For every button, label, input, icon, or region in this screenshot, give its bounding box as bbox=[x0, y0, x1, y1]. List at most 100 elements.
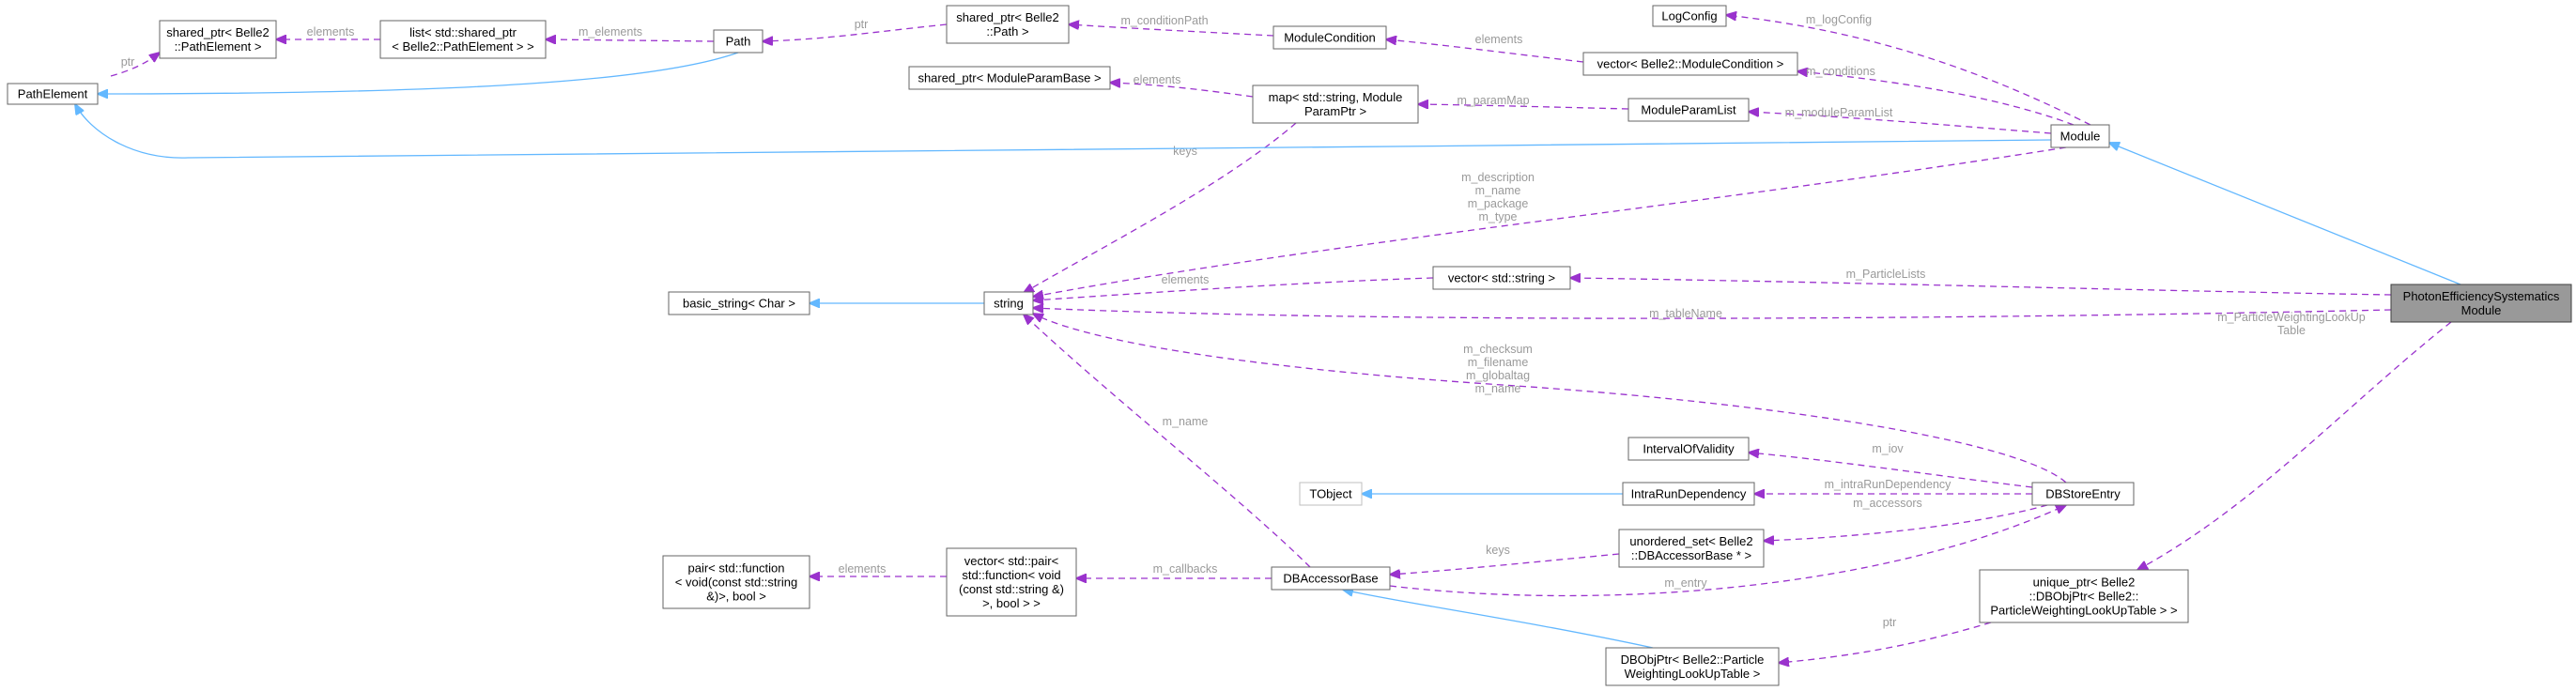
usage-edge-e-elements-4: elements bbox=[1033, 273, 1434, 300]
node-label: DBObjPtr< Belle2::Particle bbox=[1621, 653, 1765, 667]
node-label: < void(const std::string bbox=[675, 576, 797, 590]
class-node-unique-ptr[interactable]: unique_ptr< Belle2::DBObjPtr< Belle2::Pa… bbox=[1979, 569, 2189, 623]
node-label: DBStoreEntry bbox=[2045, 487, 2121, 501]
edge-label: m_callbacks bbox=[1153, 562, 1218, 576]
usage-edge-e-m-ParticleLists: m_ParticleLists bbox=[1570, 268, 2392, 296]
edge-label: m_name bbox=[1475, 382, 1521, 395]
class-node-shared-ptr-path-element[interactable]: shared_ptr< Belle2::PathElement > bbox=[159, 20, 277, 59]
node-box bbox=[1979, 569, 2189, 623]
node-box bbox=[7, 83, 99, 105]
usage-edge-e-m-accessors: m_accessors bbox=[1764, 497, 2048, 541]
class-node-module-param-list[interactable]: ModuleParamList bbox=[1627, 98, 1750, 122]
node-label: >, bool > > bbox=[982, 596, 1041, 610]
node-box bbox=[946, 547, 1077, 617]
node-box bbox=[983, 291, 1034, 315]
class-node-module[interactable]: Module bbox=[2050, 124, 2110, 148]
usage-edge-e-m-entry: m_entry bbox=[1389, 505, 2066, 597]
edge-label: m_entry bbox=[1664, 576, 1707, 590]
node-label: unique_ptr< Belle2 bbox=[2033, 576, 2136, 590]
usage-edge-e-m-conditionPath: m_conditionPath bbox=[1069, 14, 1274, 37]
class-node-vector-pair[interactable]: vector< std::pair< std::function< void(c… bbox=[946, 547, 1077, 617]
node-box bbox=[1252, 84, 1419, 124]
class-node-list-shared-ptr[interactable]: list< std::shared_ptr< Belle2::PathEleme… bbox=[379, 20, 547, 59]
class-node-basic-string[interactable]: basic_string< Char > bbox=[668, 291, 810, 315]
node-box bbox=[379, 20, 547, 59]
edge-label: keys bbox=[1486, 544, 1510, 557]
class-node-path-element[interactable]: PathElement bbox=[7, 83, 99, 105]
class-node-string[interactable]: string bbox=[983, 291, 1034, 315]
node-label: ::Path > bbox=[986, 24, 1028, 38]
edge-line bbox=[1024, 122, 1297, 293]
class-node-shared-ptr-path[interactable]: shared_ptr< Belle2::Path > bbox=[946, 5, 1070, 44]
class-node-pair-function[interactable]: pair< std::function< void(const std::str… bbox=[662, 555, 810, 609]
node-box bbox=[1605, 647, 1780, 686]
edge-line bbox=[2137, 321, 2452, 570]
edge-label: ptr bbox=[1883, 616, 1897, 629]
edge-label: m_conditionPath bbox=[1120, 14, 1208, 27]
edge-label: m_ParticleWeightingLookUp bbox=[2217, 311, 2366, 324]
edge-line bbox=[1033, 314, 2067, 484]
edge-line bbox=[1749, 112, 2052, 134]
class-node-path[interactable]: Path bbox=[713, 29, 764, 54]
edge-label: elements bbox=[307, 25, 355, 38]
edge-line bbox=[1343, 590, 1654, 649]
node-box bbox=[2050, 124, 2110, 148]
node-box bbox=[908, 66, 1111, 90]
usage-edge-e-m-weighting: m_ParticleWeightingLookUpTable bbox=[2137, 311, 2452, 570]
node-box bbox=[159, 20, 277, 59]
node-box bbox=[1271, 566, 1391, 591]
node-label: IntervalOfValidity bbox=[1643, 442, 1735, 456]
node-box bbox=[713, 29, 764, 54]
class-node-log-config[interactable]: LogConfig bbox=[1652, 5, 1727, 27]
node-label: TObject bbox=[1309, 487, 1352, 501]
edge-line bbox=[1749, 453, 2033, 488]
class-node-shared-ptr-module-param-base[interactable]: shared_ptr< ModuleParamBase > bbox=[908, 66, 1111, 90]
inheritance-edge-i-photon-module bbox=[2109, 143, 2461, 285]
node-label: (const std::string &) bbox=[959, 582, 1064, 596]
usage-edge-e-elements-5: elements bbox=[810, 562, 947, 576]
node-label: shared_ptr< Belle2 bbox=[956, 10, 1059, 24]
usage-edge-e-m-name: m_name bbox=[1024, 315, 1311, 568]
node-label: ModuleParamList bbox=[1641, 103, 1736, 117]
class-node-interval-of-validity[interactable]: IntervalOfValidity bbox=[1627, 437, 1750, 461]
node-box bbox=[1582, 52, 1798, 76]
edge-line bbox=[546, 39, 715, 41]
class-node-vector-string[interactable]: vector< std::string > bbox=[1432, 266, 1571, 290]
usage-edge-e-keys-2: keys bbox=[1390, 544, 1620, 575]
class-node-unordered-set[interactable]: unordered_set< Belle2::DBAccessorBase * … bbox=[1618, 529, 1765, 568]
usage-edge-e-ptr-2: ptr bbox=[763, 18, 948, 41]
class-node-tobject[interactable]: TObject bbox=[1299, 482, 1363, 506]
edge-line bbox=[1797, 71, 2075, 126]
node-box bbox=[668, 291, 810, 315]
node-label: shared_ptr< Belle2 bbox=[166, 25, 270, 39]
class-node-module-condition[interactable]: ModuleCondition bbox=[1273, 25, 1387, 50]
node-label: std::function< void bbox=[962, 568, 1060, 582]
inheritance-edge-i-path-pathelement bbox=[98, 52, 739, 94]
edge-line bbox=[1418, 104, 1629, 110]
node-label: vector< Belle2::ModuleCondition > bbox=[1597, 57, 1784, 71]
edge-line bbox=[1024, 315, 1311, 568]
node-label: ParticleWeightingLookUpTable > > bbox=[1990, 604, 2177, 618]
node-label: vector< std::pair< bbox=[964, 554, 1058, 568]
edge-line bbox=[1764, 504, 2048, 541]
node-label: ::DBAccessorBase * > bbox=[1631, 548, 1751, 562]
node-box bbox=[1652, 5, 1727, 27]
edge-label: m_description bbox=[1461, 171, 1535, 184]
edge-label: keys bbox=[1173, 145, 1197, 158]
node-label: string bbox=[994, 297, 1024, 311]
class-node-dbstore-entry[interactable]: DBStoreEntry bbox=[2031, 482, 2135, 506]
node-box bbox=[662, 555, 810, 609]
edge-label: m_ParticleLists bbox=[1846, 268, 1926, 281]
class-node-dbaccessor-base[interactable]: DBAccessorBase bbox=[1271, 566, 1391, 591]
node-box bbox=[2031, 482, 2135, 506]
class-node-intra-run-dependency[interactable]: IntraRunDependency bbox=[1622, 482, 1755, 506]
edge-label: m_intraRunDependency bbox=[1825, 478, 1952, 491]
edge-label: m_checksum bbox=[1463, 343, 1533, 356]
edge-label: m_iov bbox=[1872, 442, 1904, 455]
usage-edge-e-m-tableName: m_tableName bbox=[1033, 307, 2392, 320]
node-box bbox=[1299, 482, 1363, 506]
class-node-dbobj-ptr[interactable]: DBObjPtr< Belle2::ParticleWeightingLookU… bbox=[1605, 647, 1780, 686]
class-node-vector-module-condition[interactable]: vector< Belle2::ModuleCondition > bbox=[1582, 52, 1798, 76]
edge-label: elements bbox=[1162, 273, 1210, 286]
